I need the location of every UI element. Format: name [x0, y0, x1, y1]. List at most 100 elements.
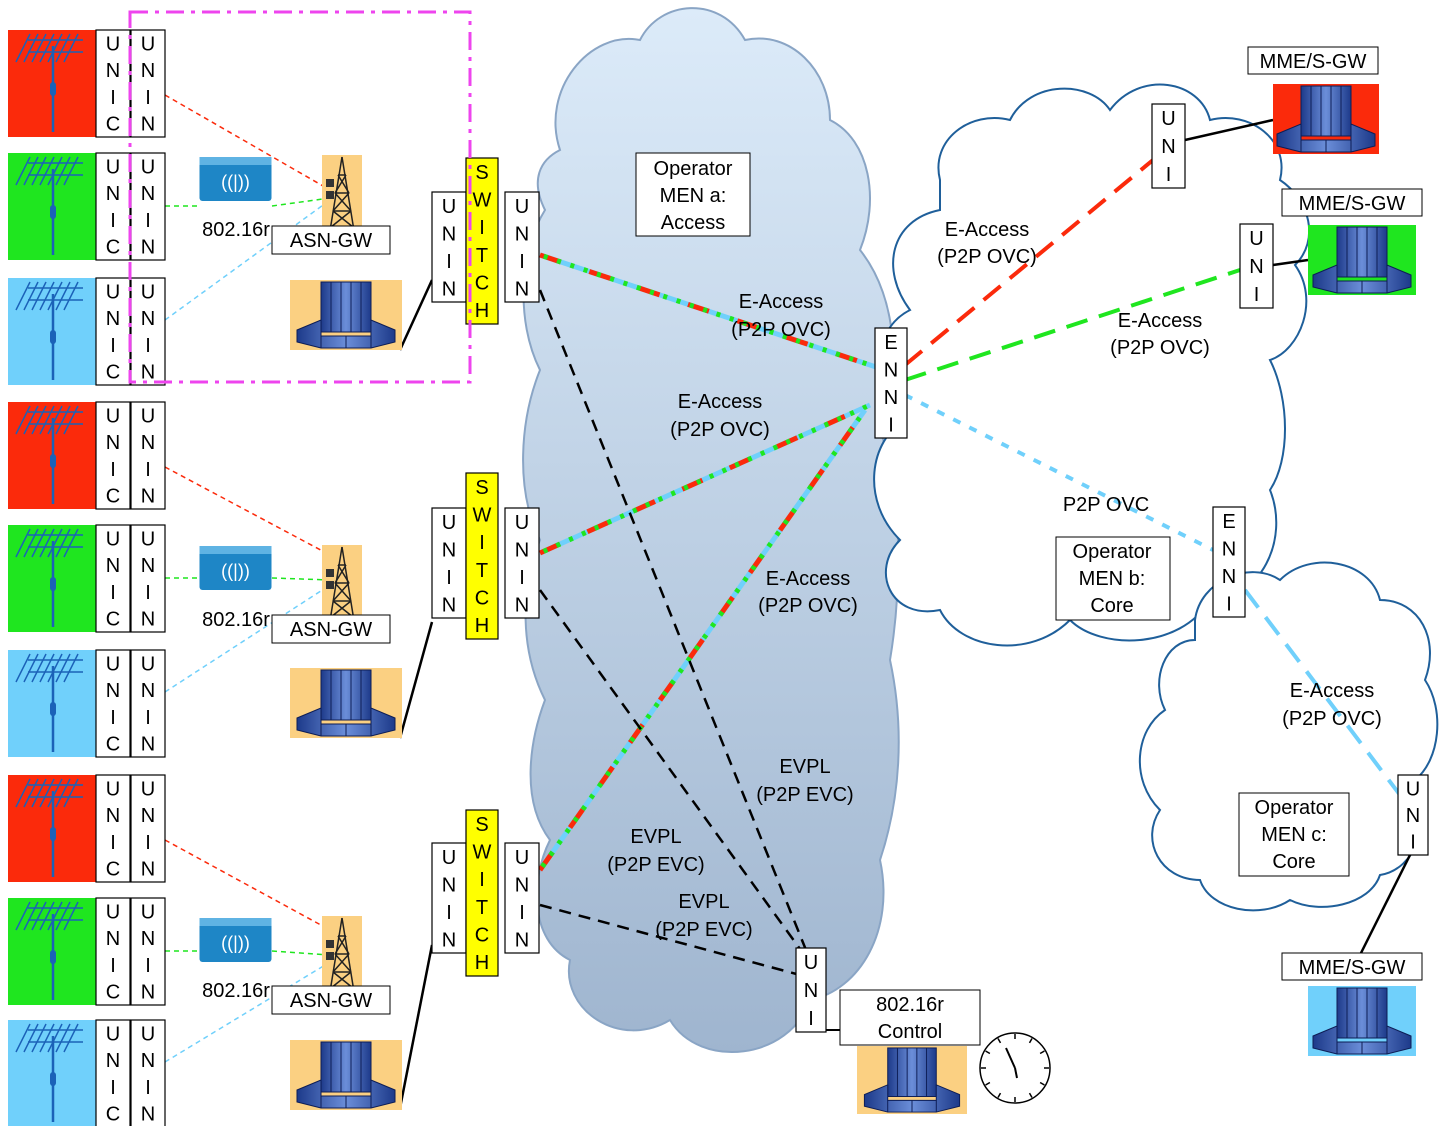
link-core-c-blue — [1243, 588, 1402, 797]
link-blue-site-1 — [164, 584, 331, 693]
uni-n-right-2-letter: N — [515, 874, 529, 896]
uni-n-left-2-letter: I — [446, 902, 452, 924]
uni-c-box-7-letter: C — [106, 982, 120, 1004]
uni-n-right-0-letter: I — [519, 251, 525, 273]
uni-c-box-7-letter: N — [106, 928, 120, 950]
uni-control: UNI — [795, 947, 827, 1033]
switch-2-letter: T — [476, 897, 488, 919]
uni-c-box-0-letter: I — [110, 87, 116, 109]
uni-n-box-3-letter: N — [141, 432, 155, 454]
uni-c-box-5-letter: N — [106, 680, 120, 702]
link-blue-site-0 — [164, 199, 331, 321]
uni-n-box-4-letter: N — [141, 555, 155, 577]
uni-n-right-0-letter: N — [515, 278, 529, 300]
uni-n-box-1-letter: I — [145, 210, 151, 232]
uni-n-box-1-letter: N — [141, 183, 155, 205]
uni-c-box-1-letter: I — [110, 210, 116, 232]
link-gw-uni-2 — [398, 944, 434, 1109]
ap-label-2: 802.16r — [202, 980, 270, 1002]
uni-c-box-3-letter: C — [106, 486, 120, 508]
uni-n-box-6-letter: U — [141, 778, 155, 800]
uni-c-box-2-letter: U — [106, 281, 120, 303]
uni-n-box-5-letter: U — [141, 653, 155, 675]
uni-n-box-2-letter: I — [145, 335, 151, 357]
uni-n-box-8-letter: U — [141, 1023, 155, 1045]
mme-blue: MME/S-GW — [1281, 952, 1423, 1056]
uni-n-box-2-letter: N — [141, 362, 155, 384]
uni-n-box-3-letter: I — [145, 459, 151, 481]
access-point-icon — [199, 546, 272, 590]
uni-gw-blue-letter: U — [1406, 778, 1420, 800]
uni-c-box-7-letter: I — [110, 955, 116, 977]
uni-n-box-6-letter: N — [141, 859, 155, 881]
uni-c-box-4-letter: C — [106, 609, 120, 631]
operator-a-line2: MEN a: — [660, 185, 727, 207]
switch-2-letter: I — [479, 869, 485, 891]
ap-label-0: 802.16r — [202, 219, 270, 241]
switch-1-letter: C — [475, 588, 489, 610]
uni-c-box-4-letter: I — [110, 582, 116, 604]
uni-n-box-5-letter: N — [141, 734, 155, 756]
operator-b-box: Operator MEN b: Core — [1055, 536, 1171, 621]
control-line1: 802.16r — [876, 994, 944, 1016]
uni-gw-green-letter: N — [1249, 256, 1263, 278]
uni-n-left-1-letter: I — [446, 567, 452, 589]
uni-c-box-5-letter: I — [110, 707, 116, 729]
uni-c-box-5-letter: C — [106, 734, 120, 756]
evpl-3-line2: (P2P EVC) — [655, 919, 752, 941]
switch-1-letter: I — [479, 532, 485, 554]
enni-a-letter: E — [884, 332, 897, 354]
link-green-ap-0 — [271, 197, 331, 207]
highlight-box — [128, 10, 472, 384]
link-eaccess-1-green — [539, 252, 886, 373]
uni-c-box-6-letter: I — [110, 832, 116, 854]
uni-c-box-1-letter: U — [106, 156, 120, 178]
evpl-1-line1: EVPL — [779, 756, 830, 778]
uni-n-box-1-letter: N — [141, 237, 155, 259]
switch-1-letter: W — [473, 505, 492, 527]
uni-c-box-8-letter: C — [106, 1104, 120, 1126]
ap-label-1: 802.16r — [202, 609, 270, 631]
link-green-ap-2 — [271, 950, 331, 956]
uni-c-box-0-letter: U — [106, 33, 120, 55]
eaccess-2-line1: E-Access — [678, 391, 762, 413]
uni-n-left-0-letter: I — [446, 251, 452, 273]
uni-n-box-7-letter: U — [141, 901, 155, 923]
operator-a-box: Operator MEN a: Access — [635, 152, 751, 237]
uni-gw-green-letter: I — [1254, 284, 1260, 306]
link-uni-mme-green — [1272, 258, 1309, 267]
uni-n-box-2-letter: N — [141, 308, 155, 330]
uni-n-box-7-letter: N — [141, 928, 155, 950]
eaccess-3-line1: E-Access — [766, 568, 850, 590]
cloud-men-c — [1139, 561, 1439, 912]
gw-label-2: ASN-GW — [290, 990, 372, 1012]
uni-n-left-0-letter: U — [442, 196, 456, 218]
uni-n-box-6-letter: N — [141, 805, 155, 827]
uni-n-box-4-letter: I — [145, 582, 151, 604]
uni-n-box-0-letter: N — [141, 114, 155, 136]
uni-c-box-2-letter: I — [110, 335, 116, 357]
access-point-icon — [199, 918, 272, 962]
uni-n-right-1-letter: N — [515, 539, 529, 561]
uni-n-box-4-letter: U — [141, 528, 155, 550]
uni-c-box-0-letter: N — [106, 60, 120, 82]
